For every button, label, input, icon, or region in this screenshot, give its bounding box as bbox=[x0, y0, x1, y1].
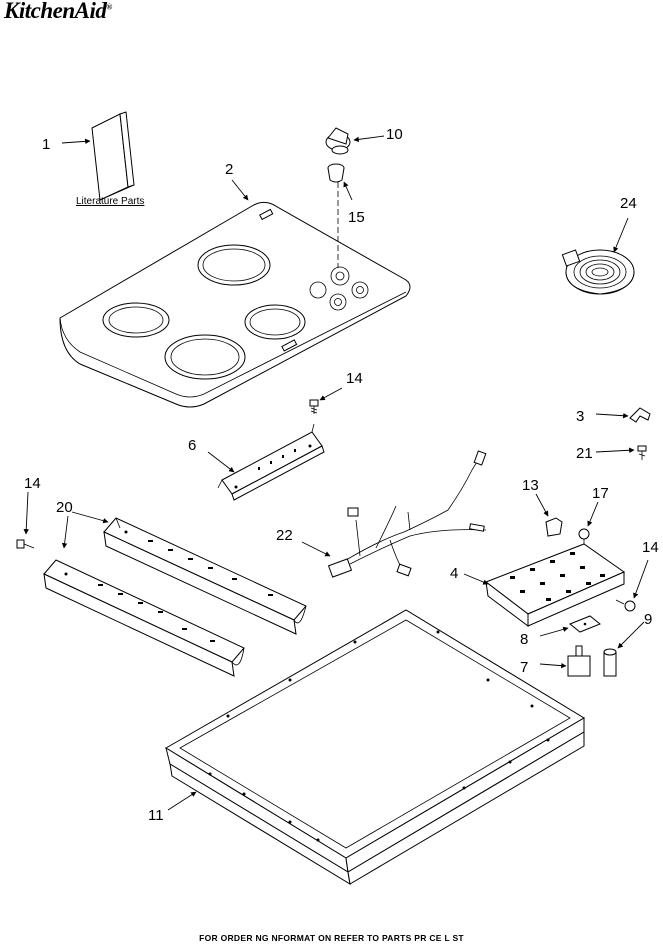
literature-parts-label: Literature Parts bbox=[76, 196, 144, 207]
leader-21 bbox=[207, 451, 235, 473]
callout-15: 15 bbox=[348, 209, 365, 226]
callout-8: 8 bbox=[520, 631, 528, 648]
callout-7: 7 bbox=[520, 659, 528, 676]
screw-right bbox=[615, 599, 636, 612]
callout-9: 9 bbox=[644, 611, 652, 628]
screw-top bbox=[309, 399, 319, 414]
leader-13 bbox=[535, 493, 549, 517]
callout-4: 4 bbox=[450, 565, 458, 582]
knob-seal bbox=[327, 163, 345, 183]
callout-14-left: 14 bbox=[24, 475, 41, 492]
leader-10 bbox=[353, 135, 385, 143]
base-pan bbox=[165, 609, 585, 885]
side-rail-upper bbox=[103, 517, 307, 635]
callout-20: 20 bbox=[56, 499, 73, 516]
radiant-element bbox=[561, 249, 635, 295]
callout-13: 13 bbox=[522, 477, 539, 494]
registered-mark: ® bbox=[106, 2, 112, 12]
kitchenaid-logo: KitchenAid® bbox=[4, 0, 112, 24]
callout-1: 1 bbox=[42, 136, 50, 153]
leader-2 bbox=[231, 179, 249, 201]
small-screw bbox=[637, 445, 647, 460]
callout-22: 22 bbox=[276, 527, 293, 544]
leader-17 bbox=[587, 501, 599, 527]
callout-10: 10 bbox=[386, 126, 403, 143]
callout-6: 3 bbox=[576, 408, 584, 425]
leader-7 bbox=[539, 662, 567, 669]
side-rail-lower bbox=[43, 559, 245, 677]
leader-24 bbox=[613, 217, 629, 253]
leader-1 bbox=[61, 138, 91, 145]
callout-24: 24 bbox=[620, 195, 637, 212]
callout-3: 21 bbox=[576, 445, 593, 462]
leader-6 bbox=[595, 413, 629, 419]
indicator-light bbox=[603, 648, 617, 677]
cooktop-glass bbox=[59, 201, 411, 408]
terminal-cap bbox=[545, 517, 563, 537]
leader-20-a bbox=[71, 511, 109, 524]
front-bracket bbox=[217, 423, 325, 501]
leader-14-left bbox=[23, 491, 29, 535]
switch-bracket bbox=[484, 543, 626, 627]
leader-9 bbox=[617, 621, 645, 649]
leader-22 bbox=[301, 541, 331, 557]
clip bbox=[629, 407, 651, 423]
leader-11 bbox=[167, 791, 197, 811]
logo-text: KitchenAid bbox=[4, 0, 107, 23]
leader-3 bbox=[595, 447, 635, 453]
control-knob bbox=[325, 127, 351, 155]
callout-14-top: 14 bbox=[346, 370, 363, 387]
leader-15 bbox=[343, 181, 353, 201]
screw-left bbox=[16, 539, 35, 549]
leader-14-right bbox=[633, 559, 649, 599]
callout-11: 11 bbox=[148, 807, 164, 824]
callout-17: 17 bbox=[592, 485, 609, 502]
infinite-switch bbox=[567, 645, 591, 677]
leader-8 bbox=[539, 626, 569, 637]
leader-14-top bbox=[319, 387, 343, 401]
wiring-harness bbox=[327, 450, 487, 578]
literature-booklet bbox=[91, 111, 135, 201]
leader-4 bbox=[463, 573, 489, 585]
leader-20-b bbox=[61, 515, 69, 549]
footer-ordering-note: FOR ORDER NG NFORMAT ON REFER TO PARTS P… bbox=[199, 933, 464, 943]
callout-21: 6 bbox=[188, 437, 196, 454]
switch-plate bbox=[569, 615, 601, 633]
callout-2: 2 bbox=[225, 161, 233, 178]
callout-14-right: 14 bbox=[642, 539, 659, 556]
